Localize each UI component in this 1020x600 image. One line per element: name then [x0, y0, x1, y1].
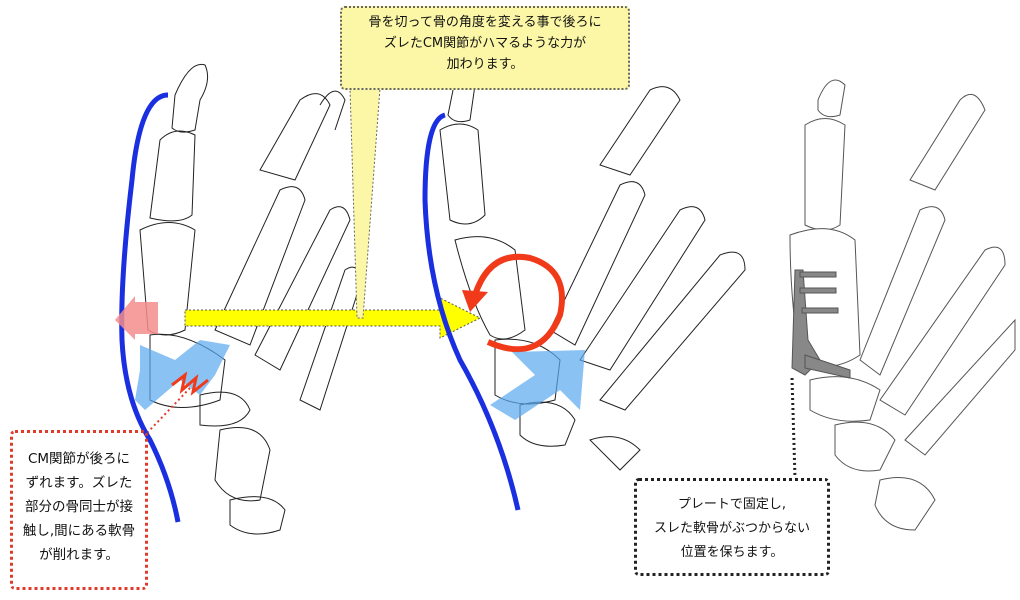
fixation-plate-icon: [791, 269, 851, 379]
friction-zigzag-icon: [171, 371, 209, 396]
skin-line-after: [422, 112, 521, 511]
note-osteotomy-effect: 骨を切って骨の角度を変える事で後ろに ズレたCM関節がハマるような力が 加わりま…: [340, 6, 630, 90]
hand-with-plate: [789, 79, 1016, 531]
pressure-arrows-before-icon: [135, 340, 230, 410]
hand-before: [139, 63, 361, 535]
left-note-pointer: [147, 387, 191, 433]
note-cm-joint-dislocation: CM関節が後ろに ずれます。ズレた 部分の骨同士が接 触し,間にある軟骨 が削れ…: [10, 430, 148, 590]
skin-line-before: [119, 92, 181, 523]
rotation-arrowhead-icon: [462, 290, 488, 312]
backward-arrow-icon: [115, 296, 158, 340]
rotation-arrow-icon: [472, 253, 565, 353]
pressure-arrows-after-icon: [490, 350, 585, 420]
hand-after: [439, 75, 746, 471]
right-note-pointer: [790, 377, 797, 479]
correction-arrow-icon: [184, 297, 482, 339]
note-plate-fixation: プレートで固定し, スレた軟骨がぶつからない 位置を保ちます。: [634, 478, 830, 576]
top-note-pointer: [349, 87, 381, 319]
